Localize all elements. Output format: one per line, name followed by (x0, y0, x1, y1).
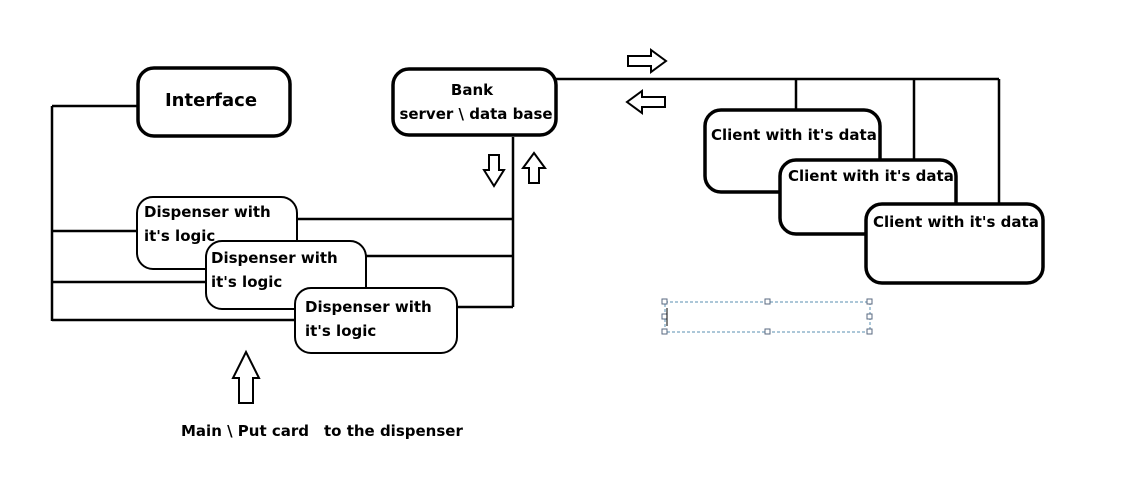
interface-label: Interface (165, 90, 257, 111)
left-connectors (50, 104, 295, 322)
client-2-label: Client with it's data (788, 167, 954, 185)
bank-client-connectors (556, 77, 1001, 204)
client-node-3: Client with it's data (864, 202, 1045, 285)
resize-handle-s[interactable] (764, 328, 771, 335)
bank-label-line1: Bank (451, 81, 494, 99)
dispenser-1-label-line2: it's logic (144, 227, 215, 245)
dispenser-2-label-line1: Dispenser with (211, 249, 338, 267)
selection-frame[interactable] (664, 301, 871, 333)
dispenser-node-3: Dispenser with it's logic (294, 287, 458, 354)
client-3-label: Client with it's data (873, 213, 1039, 231)
caption-main: Main \ Put card (181, 422, 309, 440)
bank-label-line2: server \ data base (399, 105, 552, 123)
arrow-up-large-icon (231, 349, 261, 404)
dispenser-3-label-line1: Dispenser with (305, 298, 432, 316)
resize-handle-se[interactable] (866, 328, 873, 335)
selected-textbox[interactable] (661, 298, 873, 335)
arrow-down-icon (482, 154, 506, 188)
flow-arrows (231, 48, 668, 404)
interface-node: Interface (136, 66, 292, 138)
bank-node: Bank server \ data base (391, 67, 558, 137)
resize-handle-w[interactable] (661, 313, 668, 320)
resize-handle-e[interactable] (866, 313, 873, 320)
resize-handle-ne[interactable] (866, 298, 873, 305)
arrow-left-icon (625, 89, 666, 115)
client-1-label: Client with it's data (711, 126, 877, 144)
dispenser-3-label-line2: it's logic (305, 322, 376, 340)
bank-dispenser-connectors (297, 137, 515, 309)
resize-handle-sw[interactable] (661, 328, 668, 335)
resize-handle-nw[interactable] (661, 298, 668, 305)
resize-handles[interactable] (661, 298, 873, 335)
arrow-right-icon (627, 48, 668, 74)
dispenser-2-label-line2: it's logic (211, 273, 282, 291)
caption-rest: to the dispenser (324, 422, 463, 440)
dispenser-1-label-line1: Dispenser with (144, 203, 271, 221)
caption: Main \ Put card to the dispenser (181, 422, 463, 440)
resize-handle-n[interactable] (764, 298, 771, 305)
arrow-up-icon (521, 151, 547, 184)
